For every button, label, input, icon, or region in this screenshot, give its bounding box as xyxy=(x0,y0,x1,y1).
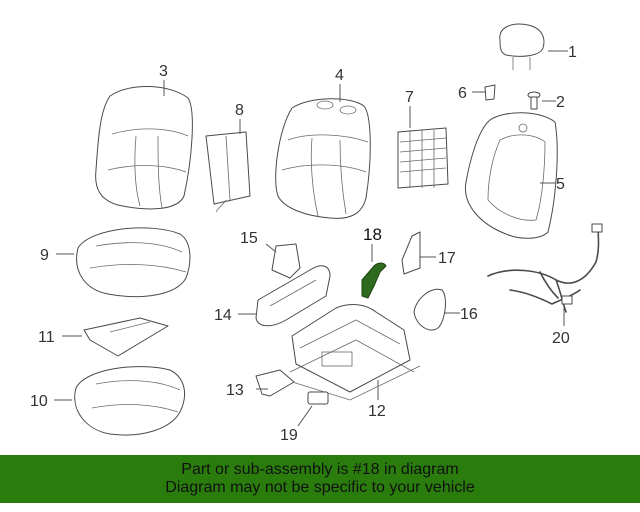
part-17-panel[interactable] xyxy=(401,231,421,275)
part-8-back-board[interactable] xyxy=(205,131,251,213)
callout-6: 6 xyxy=(458,85,467,102)
part-6-clip[interactable] xyxy=(484,84,496,101)
callout-5: 5 xyxy=(556,176,565,193)
callout-8: 8 xyxy=(235,102,244,119)
part-2-guide-bolt[interactable] xyxy=(527,91,541,110)
callout-14: 14 xyxy=(214,307,232,324)
part-13-bracket[interactable] xyxy=(255,369,295,397)
part-5-back-frame[interactable] xyxy=(464,112,558,239)
part-14-side-shield[interactable] xyxy=(255,265,331,327)
callout-12: 12 xyxy=(368,403,386,420)
part-20-wire-harness[interactable] xyxy=(487,223,603,313)
callout-7: 7 xyxy=(405,89,414,106)
seat-parts-diagram: 1 2 3 4 5 6 7 8 9 10 11 12 13 14 15 16 1… xyxy=(30,23,603,444)
callout-10: 10 xyxy=(30,393,48,410)
callout-11: 11 xyxy=(38,329,55,346)
callout-15: 15 xyxy=(240,230,258,247)
part-4-back-trim[interactable] xyxy=(275,98,371,219)
callout-1: 1 xyxy=(568,44,577,61)
part-11-seat-pad[interactable] xyxy=(83,317,169,357)
part-3-back-cushion[interactable] xyxy=(95,86,193,210)
callout-16: 16 xyxy=(460,306,478,323)
callout-4: 4 xyxy=(335,67,344,84)
part-notice-banner: Part or sub-assembly is #18 in diagram D… xyxy=(0,455,640,503)
callout-18: 18 xyxy=(363,225,382,244)
callout-17: 17 xyxy=(438,250,456,267)
banner-line-2: Diagram may not be specific to your vehi… xyxy=(165,479,475,496)
callout-2: 2 xyxy=(556,94,565,111)
callout-20: 20 xyxy=(552,330,570,347)
part-7-spring-mat[interactable] xyxy=(397,127,449,189)
callout-13: 13 xyxy=(226,382,244,399)
callout-19: 19 xyxy=(280,427,298,444)
part-19-cap[interactable] xyxy=(307,391,329,405)
banner-line-1: Part or sub-assembly is #18 in diagram xyxy=(181,461,459,478)
callout-3: 3 xyxy=(159,63,168,80)
callout-9: 9 xyxy=(40,247,49,264)
part-10-cushion-trim[interactable] xyxy=(74,366,186,436)
part-15-bracket[interactable] xyxy=(271,243,301,279)
callout-labels: 1 2 3 4 5 6 7 8 9 10 11 12 13 14 15 16 1… xyxy=(30,44,577,444)
part-9-seat-cushion[interactable] xyxy=(76,227,191,298)
leader-lines xyxy=(54,50,568,427)
part-1-headrest[interactable] xyxy=(499,23,545,70)
part-12-seat-frame[interactable] xyxy=(285,304,421,401)
part-16-cover[interactable] xyxy=(413,288,446,331)
part-18-highlighted-bracket[interactable] xyxy=(361,262,387,299)
